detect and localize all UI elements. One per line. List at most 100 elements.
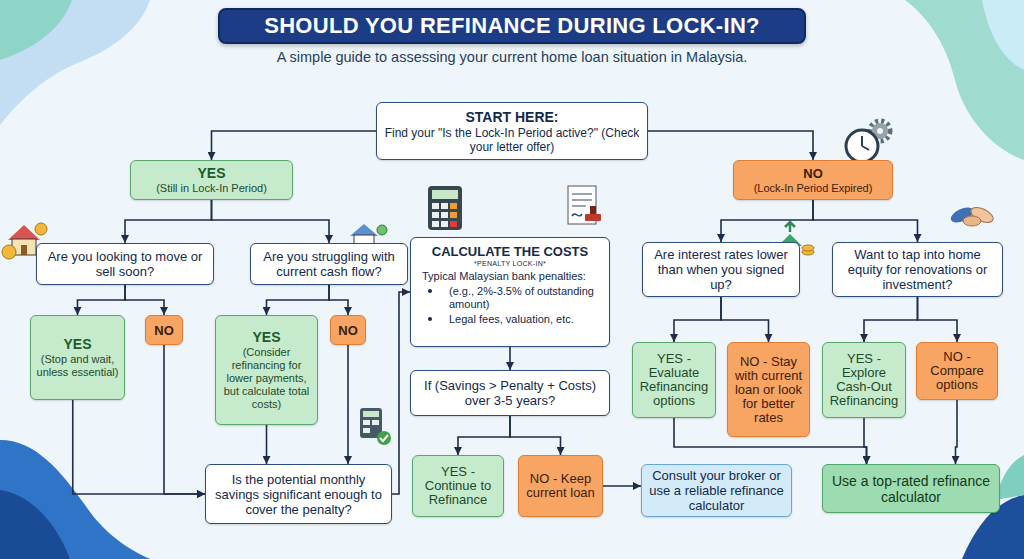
- heading-text: NO: [803, 165, 823, 182]
- corner-blob: [982, 0, 1024, 70]
- connector-arrow: [212, 200, 330, 243]
- bullet-dot: [428, 317, 432, 321]
- yes-answer: YES(Stop and wait, unless essential): [30, 315, 125, 400]
- calculator-screen: [363, 411, 379, 417]
- stamp: [585, 214, 601, 221]
- connector-arrow: [212, 131, 377, 160]
- question-box: Are you looking to move or sell soon?: [36, 243, 214, 285]
- document-line: [572, 199, 592, 201]
- no-answer: NO - Compare options: [916, 342, 998, 400]
- box-text: Consult your broker or use a reliable re…: [647, 468, 786, 513]
- door: [21, 245, 27, 255]
- up-arrow: [785, 222, 795, 232]
- calculator-body: [428, 186, 462, 230]
- connector-arrow: [458, 416, 510, 455]
- clock-hand: [862, 146, 869, 150]
- note-text: (Consider refinancing for lower payments…: [221, 346, 312, 411]
- question-box: Are interest rates lower than when you s…: [642, 242, 800, 297]
- no-answer: NO - Keep current loan: [518, 455, 603, 517]
- bullet-item: (e.g., 2%-3.5% of outstanding amount): [416, 284, 604, 311]
- check-badge: [377, 431, 391, 445]
- heading-text: NO: [338, 322, 358, 339]
- cost-box: CALCULATE THE COSTS*PENALTY LOCK-IN*Typi…: [410, 237, 610, 347]
- yes-branch: YES(Still in Lock-In Period): [130, 160, 293, 200]
- decision-box: Is the potential monthly savings signifi…: [205, 464, 392, 524]
- connector-arrow: [73, 400, 205, 494]
- heading-text: NO: [154, 322, 174, 339]
- advice-box: Consult your broker or use a reliable re…: [641, 464, 792, 517]
- box-text: Are you looking to move or sell soon?: [42, 249, 208, 279]
- calculator-box: Use a top-rated refinance calculator: [822, 464, 1000, 513]
- connector-arrow: [329, 285, 348, 315]
- document-line: [572, 193, 592, 195]
- note-text: (Lock-In Period Expired): [754, 182, 873, 195]
- box-text: NO - Compare options: [922, 350, 992, 392]
- connector-arrow: [603, 485, 641, 487]
- connector-arrow: [813, 200, 918, 242]
- key: [441, 203, 448, 209]
- connector-arrow: [392, 292, 410, 494]
- question-box: Are you struggling with current cash flo…: [250, 243, 408, 285]
- note-text: Typical Malaysian bank penalties:: [416, 270, 604, 283]
- corner-blob: [0, 0, 150, 125]
- corner-blob: [996, 455, 1024, 500]
- box-text: If (Savings > Penalty + Costs) over 3-5 …: [416, 378, 604, 408]
- connector-arrow: [721, 200, 813, 242]
- key: [432, 221, 439, 227]
- handshake-icon: [949, 204, 996, 226]
- key: [450, 212, 457, 218]
- connector-arrow: [918, 297, 958, 342]
- connector-arrow: [648, 131, 813, 160]
- connector-arrow: [674, 297, 721, 342]
- corner-blob: [905, 0, 1024, 160]
- connector-arrow: [266, 425, 268, 464]
- connector-arrow: [509, 347, 511, 370]
- heading-text: YES: [63, 336, 91, 353]
- coin: [35, 223, 47, 235]
- key: [450, 221, 457, 227]
- yes-answer: YES - Explore Cash-Out Refinancing: [822, 342, 906, 418]
- decision-box: If (Savings > Penalty + Costs) over 3-5 …: [410, 370, 610, 416]
- key: [441, 221, 448, 227]
- tag-text: *PENALTY LOCK-IN*: [474, 259, 546, 268]
- connector-arrow: [956, 400, 958, 464]
- bullet-text: Legal fees, valuation, etc.: [437, 313, 574, 326]
- roof: [350, 224, 378, 236]
- box-text: Are you struggling with current cash flo…: [256, 249, 402, 279]
- check-mark: [380, 435, 388, 441]
- bullet-text: (e.g., 2%-3.5% of outstanding amount): [437, 285, 604, 311]
- box-text: NO - Keep current loan: [524, 472, 597, 500]
- box-text: YES - Evaluate Refinancing options: [638, 352, 710, 408]
- calculator-check-icon: [360, 408, 391, 445]
- heading-text: YES: [252, 329, 280, 346]
- heading-text: START HERE:: [465, 109, 558, 126]
- question-box: Want to tap into home equity for renovat…: [832, 242, 1003, 297]
- key: [363, 428, 370, 433]
- key: [372, 420, 379, 425]
- connector-arrow: [78, 285, 126, 315]
- box-text: Use a top-rated refinance calculator: [828, 473, 994, 505]
- bullet-item: Legal fees, valuation, etc.: [416, 312, 604, 326]
- no-answer: NO - Stay with current loan or look for …: [727, 342, 810, 437]
- clock-hand: [861, 136, 863, 146]
- document-stamp-icon: [568, 186, 601, 224]
- box-text: Is the potential monthly savings signifi…: [211, 472, 386, 517]
- stamp-handle: [590, 206, 596, 215]
- connector-arrow: [125, 200, 212, 243]
- key: [432, 212, 439, 218]
- coin: [377, 225, 387, 235]
- coin: [2, 245, 16, 259]
- no-branch: NO(Lock-In Period Expired): [733, 160, 893, 200]
- yes-answer: YES - Evaluate Refinancing options: [632, 342, 716, 418]
- no-answer: NO: [145, 315, 183, 345]
- corner-blob: [0, 0, 72, 60]
- yes-answer: YES - Continue to Refinance: [412, 455, 504, 517]
- box-text: YES - Explore Cash-Out Refinancing: [828, 352, 900, 408]
- document-line: [572, 205, 586, 207]
- connector-arrow: [267, 285, 330, 315]
- coin: [802, 245, 814, 251]
- connector-arrow: [864, 297, 918, 342]
- body-text: Find your "Is the Lock-In Period active?…: [382, 126, 642, 154]
- no-answer: NO: [330, 315, 366, 345]
